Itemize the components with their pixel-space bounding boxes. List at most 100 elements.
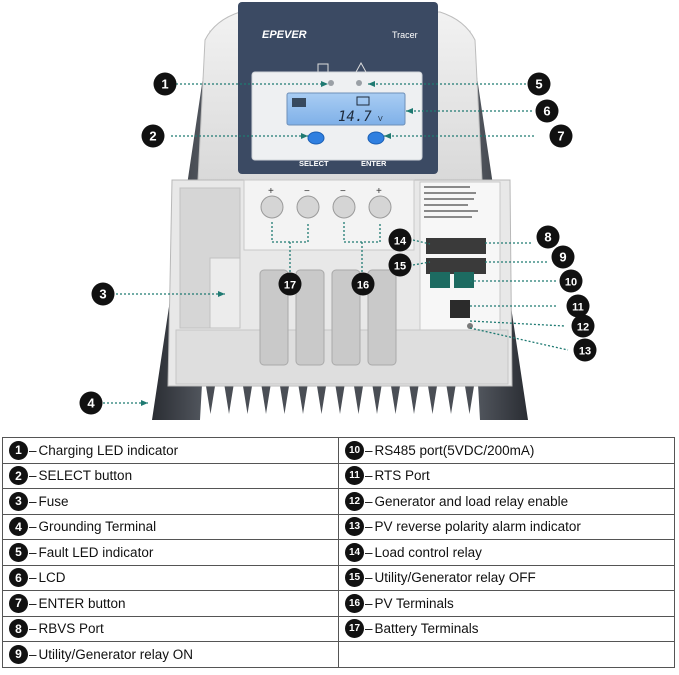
callout-13: 13 [573,338,597,362]
legend-cell: 5–Fault LED indicator [2,539,339,566]
legend-item: 9–Utility/Generator relay ON [9,644,338,664]
legend-text: Charging LED indicator [38,442,179,458]
legend-number: 14 [345,542,364,562]
legend-item: 6–LCD [9,568,338,588]
legend-text: PV Terminals [374,595,454,611]
charging-led [328,80,334,86]
legend-cell: 11–RTS Port [338,462,675,489]
callout-3: 3 [91,282,115,306]
callout-8: 8 [536,225,560,249]
legend-dash: – [29,646,37,662]
callout-number: 9 [559,250,566,265]
legend-dash: – [29,621,37,637]
lcd-value: 14.7 [338,109,372,125]
legend-cell: 2–SELECT button [2,462,339,489]
legend-number: 8 [9,619,28,639]
legend-dash: – [365,570,373,586]
legend-item: 7–ENTER button [9,593,338,613]
legend-dash: – [365,493,373,509]
callout-17: 17 [278,272,302,296]
legend-number: 6 [9,568,28,588]
callout-circle [141,124,165,148]
callout-circle [571,314,595,338]
legend-dash: – [365,544,373,560]
legend-cell: 15–Utility/Generator relay OFF [338,564,675,591]
callout-number: 8 [544,230,551,245]
legend-number: 1 [9,440,28,460]
heatsink-fin [243,386,252,414]
legend-text: Fault LED indicator [38,544,154,560]
legend-cell: 1–Charging LED indicator [2,437,339,464]
callout-circle [91,282,115,306]
callout-circle [573,338,597,362]
lcd-unit: V [378,116,383,123]
callout-number: 11 [572,302,584,314]
heatsink-fin [335,386,345,414]
legend-text: Battery Terminals [374,621,479,637]
callout-circle [388,253,412,277]
callout-number: 15 [394,261,406,273]
callout-number: 2 [149,129,156,144]
legend-cell: 4–Grounding Terminal [2,513,339,540]
callout-15: 15 [388,253,412,277]
callout-circle [153,72,177,96]
callout-circle [351,272,375,296]
callout-2: 2 [141,124,165,148]
callout-10: 10 [559,269,583,293]
legend-dash: – [29,570,37,586]
legend-cell: 10–RS485 port(5VDC/200mA) [338,437,675,464]
legend-text: Grounding Terminal [38,519,157,535]
model-name: Tracer [392,30,418,40]
legend-cell: 8–RBVS Port [2,615,339,642]
heatsink-fin [409,386,419,414]
legend-item: 12–Generator and load relay enable [345,491,674,511]
legend-number: 9 [9,644,28,664]
enter-button[interactable] [367,131,385,145]
lcd-solar-icon [292,98,306,107]
legend-cell: 6–LCD [2,564,339,591]
legend-dash: – [365,468,373,484]
legend-text: Utility/Generator relay OFF [374,570,536,586]
callout-circle [79,391,103,415]
legend-cell: 3–Fuse [2,488,339,515]
legend-cell: 9–Utility/Generator relay ON [2,641,339,668]
legend-item: 2–SELECT button [9,466,338,486]
legend-text: RTS Port [374,468,430,484]
callout-6: 6 [535,99,559,123]
heatsink-fin [280,386,289,414]
heatsink-fins [206,386,474,414]
select-button[interactable] [307,131,325,145]
callout-number: 16 [357,280,369,292]
legend-dash: – [29,493,37,509]
legend-cell: 17–Battery Terminals [338,615,675,642]
legend-number: 11 [345,466,364,486]
port-block [426,238,486,329]
legend-dash: – [29,544,37,560]
legend-number: 12 [345,491,364,511]
legend-number: 3 [9,491,28,511]
legend-text: LCD [38,570,66,586]
legend-text: Load control relay [374,544,482,560]
legend-item: 4–Grounding Terminal [9,517,338,537]
callout-number: 13 [579,346,591,358]
callout-11: 11 [566,294,590,318]
callout-circle [551,245,575,269]
legend-text: Utility/Generator relay ON [38,646,194,662]
heatsink-fin [428,386,437,414]
legend-number: 17 [345,619,364,639]
heatsink-fin [391,386,400,414]
legend-item: 1–Charging LED indicator [9,440,338,460]
heatsink-fin [224,386,234,414]
legend-text: SELECT button [38,468,133,484]
callout-circle [536,225,560,249]
callout-4: 4 [79,391,103,415]
callout-number: 17 [284,280,296,292]
fault-led [356,80,362,86]
heatsink-fin [446,386,456,414]
callout-number: 14 [394,236,407,248]
legend-number: 15 [345,568,364,588]
